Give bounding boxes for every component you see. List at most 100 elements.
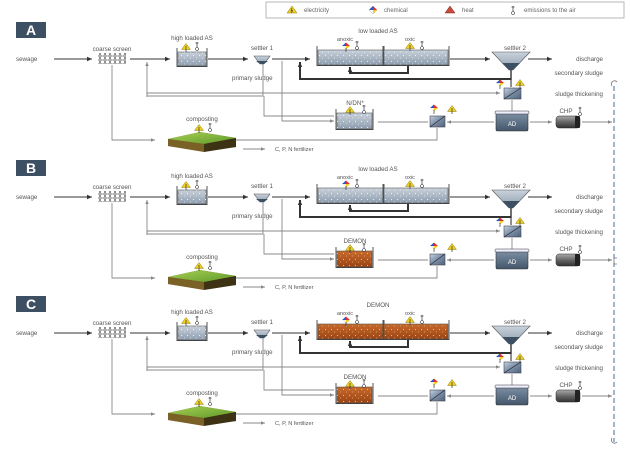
discharge-label: discharge xyxy=(576,330,603,337)
flow-line xyxy=(111,65,155,142)
chp-unit xyxy=(555,115,581,129)
side-reactor-label: N/DN* xyxy=(346,100,364,107)
oxic-tank xyxy=(382,46,450,66)
anaerobic-digester: AD xyxy=(494,110,530,132)
panel-badge: C xyxy=(16,296,46,312)
chemical-icon xyxy=(430,104,438,114)
electricity-icon xyxy=(194,262,204,271)
legend-label: electricity xyxy=(304,8,329,14)
chemical-icon xyxy=(430,378,438,388)
fertilizer-label: C, P, N fertilizer xyxy=(275,421,314,427)
emissions-icon xyxy=(362,105,366,114)
emissions-icon xyxy=(355,179,359,188)
main-reactor-label: DEMON xyxy=(366,302,389,309)
sludge-thickening-unit xyxy=(503,225,522,238)
primary-sludge-label: primary sludge xyxy=(232,213,273,220)
flow-line xyxy=(263,96,334,117)
ad-label: AD xyxy=(508,396,517,402)
settler1-label: settler 1 xyxy=(251,319,274,326)
fertilizer-label: C, P, N fertilizer xyxy=(275,147,314,153)
settler1-icon xyxy=(253,193,271,203)
flow-line xyxy=(145,200,264,235)
panel-badge: A xyxy=(16,22,46,38)
electricity-icon xyxy=(515,353,525,362)
side-reactor-label: DEMON xyxy=(343,238,366,245)
flow-line xyxy=(146,365,500,371)
legend-item-electricity: electricity xyxy=(286,5,329,14)
emissions-icon xyxy=(195,180,199,189)
main-reactor xyxy=(316,46,450,66)
secondary-sludge-label: secondary sludge xyxy=(555,344,604,351)
discharge-label: discharge xyxy=(576,194,603,201)
coarse-screen-icon xyxy=(98,191,126,202)
legend-item-heat: heat xyxy=(444,5,474,14)
emissions-icon xyxy=(511,6,515,15)
sewage-label: sewage xyxy=(16,194,38,201)
flow-line xyxy=(146,229,500,235)
flow-line xyxy=(281,335,334,397)
side-reactor-label: DEMON xyxy=(343,374,366,381)
chemical-icon xyxy=(342,42,350,52)
high-loaded-as-tank xyxy=(176,48,208,67)
main-reactor-label: low loaded AS xyxy=(358,28,397,35)
panel-letter: B xyxy=(26,160,36,176)
emissions-icon xyxy=(420,179,424,188)
electricity-icon xyxy=(447,105,457,114)
legend-label: emissions to the air xyxy=(524,8,576,14)
settler2-icon xyxy=(491,325,531,354)
coarse-screen-label: coarse screen xyxy=(93,184,132,191)
legend-label: chemical xyxy=(384,8,408,14)
emissions-icon xyxy=(208,397,212,406)
emissions-icon xyxy=(578,381,582,390)
panel-letter: C xyxy=(26,296,36,312)
composting-icon xyxy=(168,406,236,426)
electricity-icon xyxy=(515,79,525,88)
oxic-label: oxic xyxy=(405,175,415,181)
emissions-icon xyxy=(208,123,212,132)
main-reactor-label: low loaded AS xyxy=(358,166,397,173)
flow-line xyxy=(111,339,155,416)
anoxic-tank xyxy=(316,184,385,204)
legend: electricity chemical heat emissions to xyxy=(265,1,625,19)
flow-line xyxy=(205,128,438,141)
electricity-icon xyxy=(447,379,457,388)
flow-line xyxy=(297,200,511,218)
primary-sludge-label: primary sludge xyxy=(232,75,273,82)
chemical-icon xyxy=(496,217,504,227)
oxic-label: oxic xyxy=(405,37,415,43)
coarse-screen-icon xyxy=(98,327,126,338)
coarse-screen-icon xyxy=(98,53,126,64)
flow-line xyxy=(145,336,264,371)
composting-label: composting xyxy=(186,254,218,261)
electricity-icon xyxy=(345,244,355,253)
main-reactor xyxy=(316,184,450,204)
emissions-icon xyxy=(420,315,424,324)
high-loaded-as-label: high loaded AS xyxy=(171,35,213,42)
settler2-label: settler 2 xyxy=(504,45,527,52)
anoxic-tank xyxy=(316,320,385,340)
flow-line xyxy=(297,62,511,80)
main-reactor xyxy=(316,320,450,340)
settler2-icon xyxy=(491,189,531,218)
electricity-icon xyxy=(194,124,204,133)
anaerobic-digester: AD xyxy=(494,384,530,406)
high-loaded-as-tank xyxy=(176,186,208,205)
flow-line xyxy=(205,266,438,279)
flow-line xyxy=(263,370,334,391)
high-loaded-as-label: high loaded AS xyxy=(171,173,213,180)
sewage-label: sewage xyxy=(16,56,38,63)
flow-line xyxy=(347,204,409,212)
legend-label: heat xyxy=(462,8,474,14)
flow-line xyxy=(347,340,409,348)
electricity-icon xyxy=(194,398,204,407)
sludge-thickening-label: sludge thickening xyxy=(555,91,603,98)
dewatering-unit xyxy=(429,253,446,266)
panel-badge: B xyxy=(16,160,46,176)
sewage-label: sewage xyxy=(16,330,38,337)
emissions-icon xyxy=(578,245,582,254)
emissions-icon xyxy=(362,379,366,388)
dewatering-unit xyxy=(429,389,446,402)
settler1-label: settler 1 xyxy=(251,45,274,52)
emissions-icon xyxy=(355,315,359,324)
